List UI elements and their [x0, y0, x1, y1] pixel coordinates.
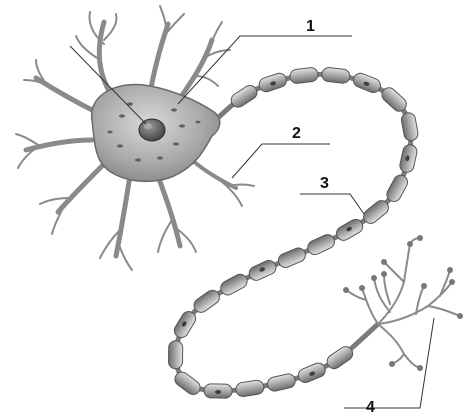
myelin-segment	[384, 173, 410, 204]
myelin-segment	[305, 232, 336, 257]
myelin-segment	[266, 373, 296, 393]
myelin-segment	[172, 369, 203, 397]
leader-line-2	[232, 144, 330, 178]
myelin-segment	[289, 67, 318, 84]
label-3: 3	[320, 175, 329, 192]
myelin-segment	[235, 379, 265, 397]
myelin-segment	[400, 112, 419, 142]
leader-line-4	[344, 318, 434, 408]
label-4: 4	[366, 399, 375, 416]
label-1: 1	[306, 18, 315, 35]
myelin-segment	[321, 67, 350, 84]
nucleolus-highlight	[144, 123, 152, 129]
nucleus	[139, 119, 165, 141]
myelin-segment	[276, 246, 307, 270]
myelin-segment	[168, 341, 182, 369]
axon-terminals	[346, 238, 460, 368]
myelin-segment	[218, 272, 249, 298]
label-2: 2	[292, 125, 301, 142]
leader-line-3	[300, 194, 364, 214]
